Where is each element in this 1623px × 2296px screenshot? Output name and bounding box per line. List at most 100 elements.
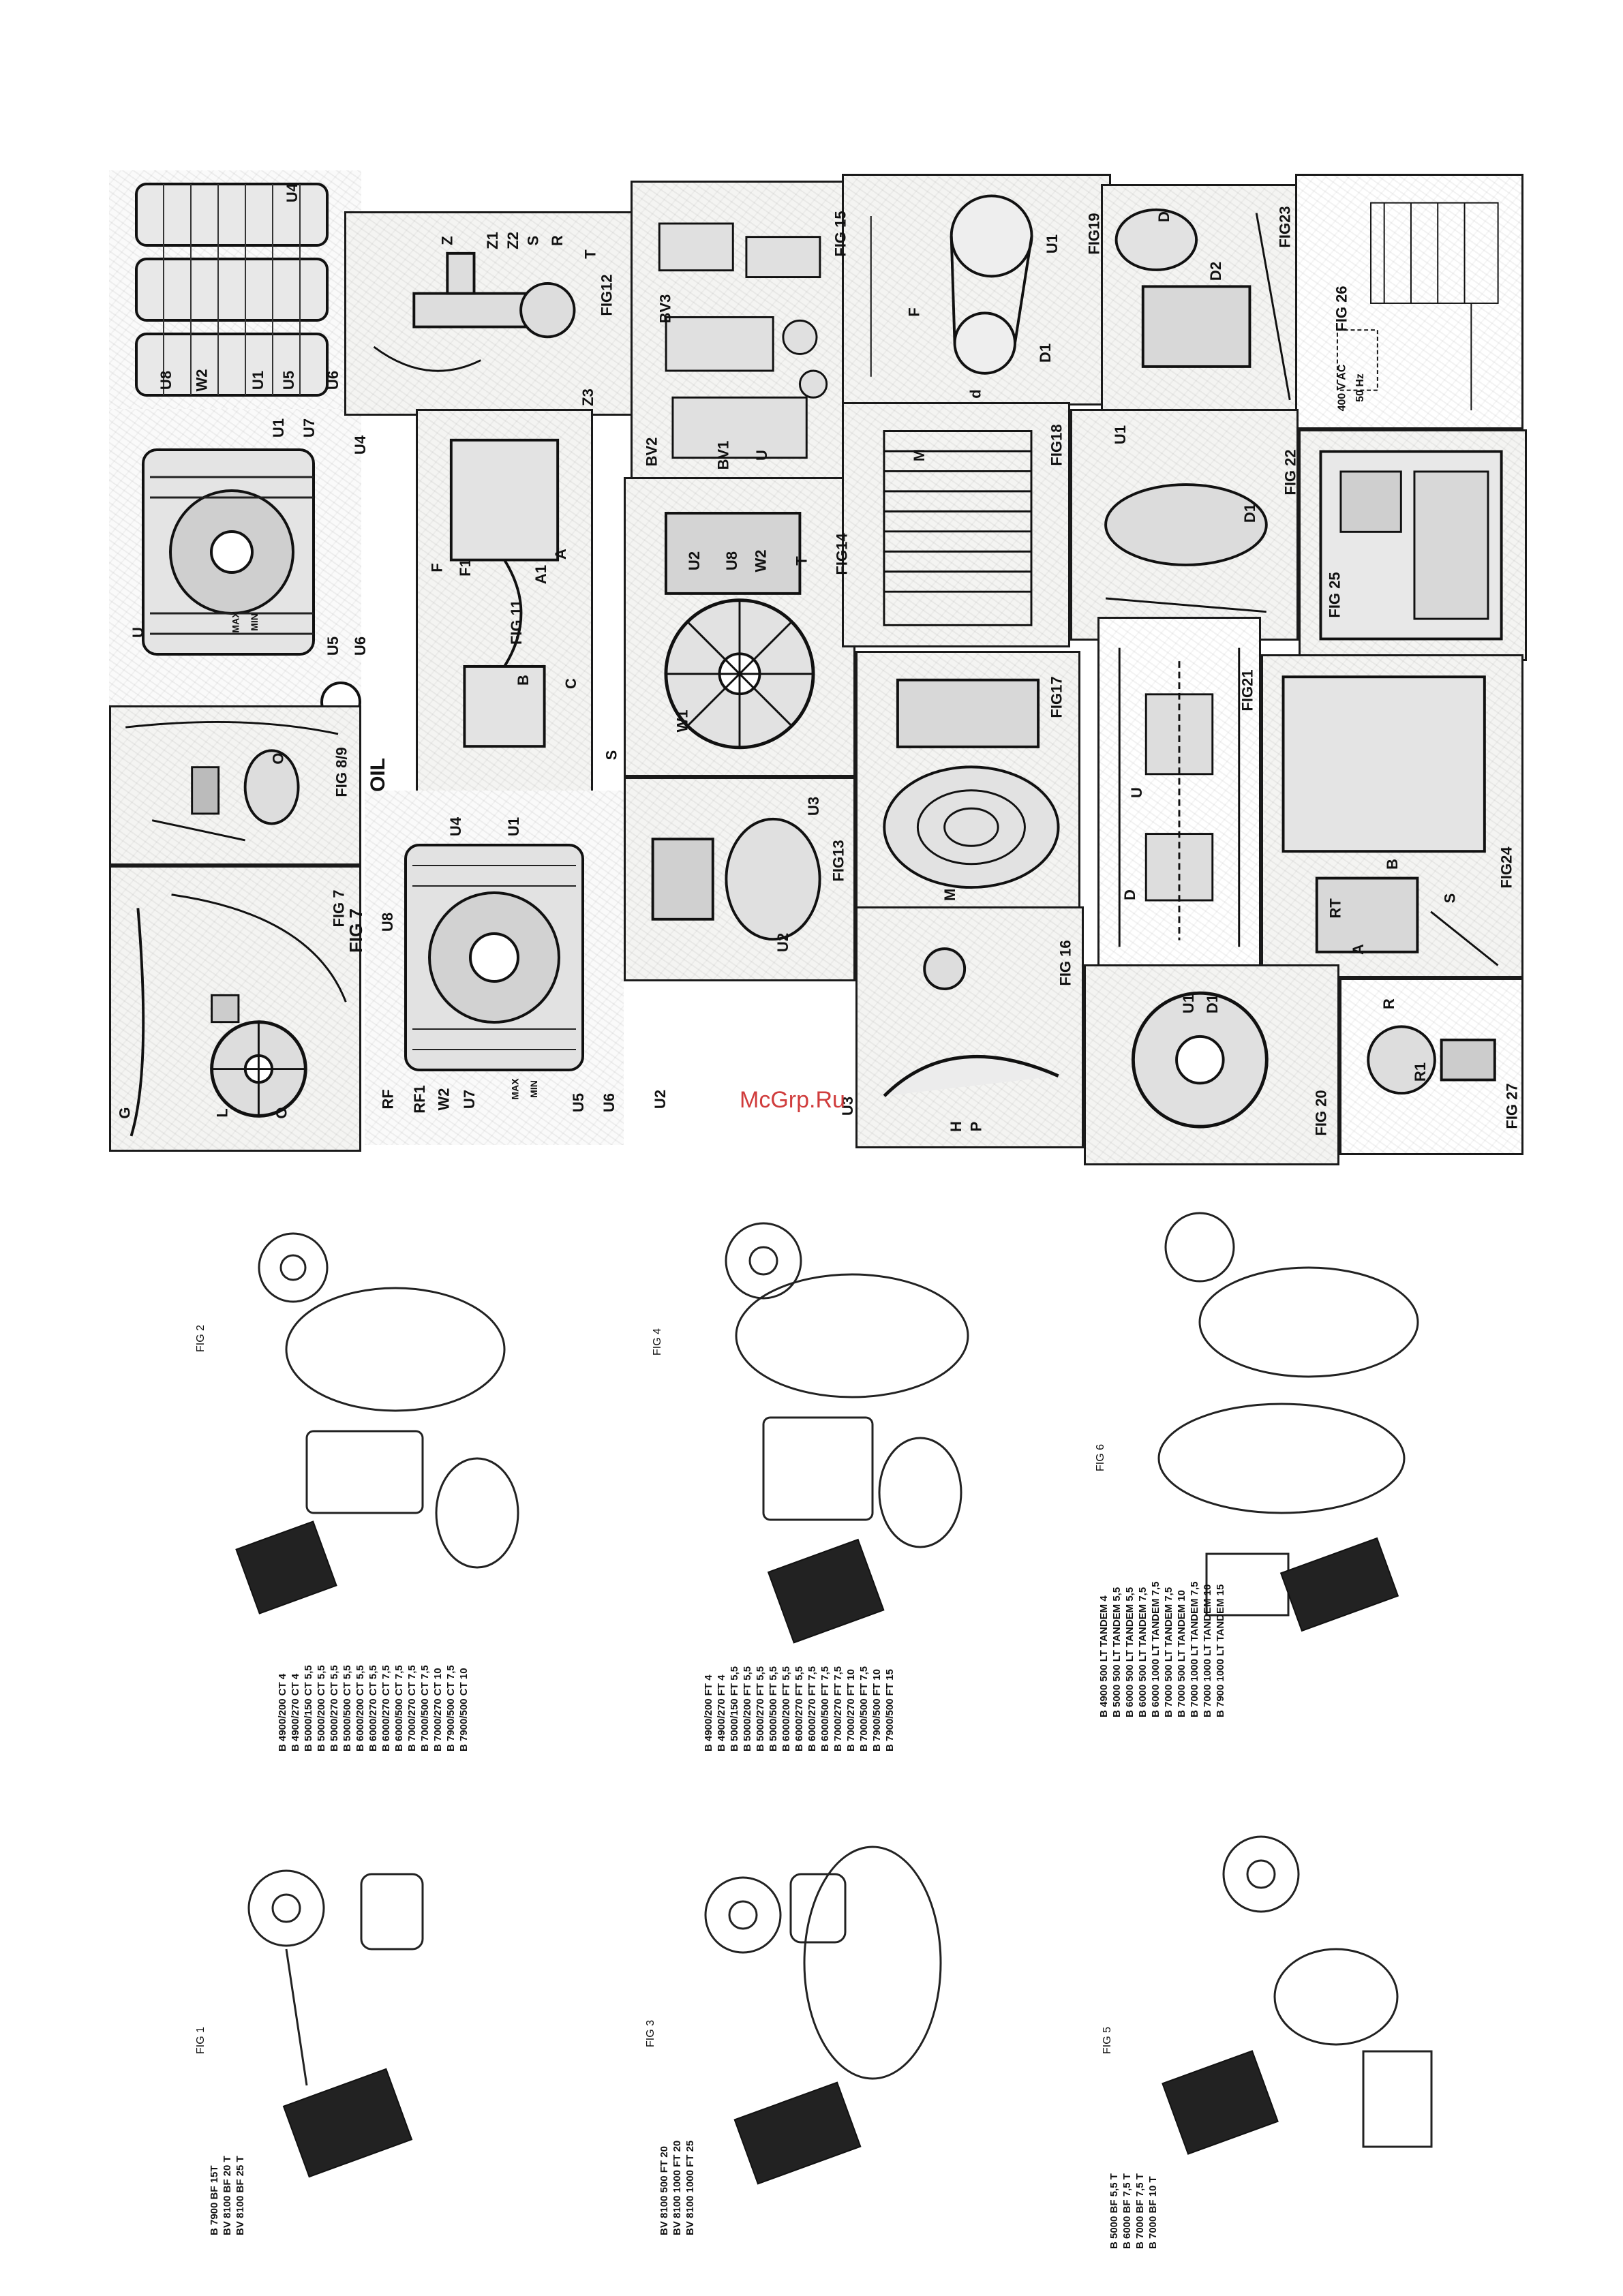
figure-21-panel bbox=[1097, 617, 1261, 975]
part-label-u1m: U1 bbox=[505, 816, 523, 837]
part-label-a24: A bbox=[1349, 944, 1367, 955]
main-compressor-panel bbox=[365, 791, 624, 1145]
part-label-m18: M bbox=[911, 448, 928, 462]
label-fig12: FIG12 bbox=[598, 274, 616, 316]
model-item: B 6000 500 LT TANDEM 5,5 bbox=[1124, 1587, 1136, 1717]
figure-27-illustration bbox=[1367, 1025, 1496, 1095]
model-item: B 6000/270 CT 5,5 bbox=[367, 1665, 379, 1751]
part-label-g: G bbox=[116, 1107, 134, 1119]
figure-7-panel: FIG 7 bbox=[109, 866, 366, 1152]
figure-3-model-list: BV 8100 500 FT 20 BV 8100 1000 FT 20 BV … bbox=[658, 2141, 697, 2235]
part-label-f11: F bbox=[428, 563, 446, 572]
model-item: B 6000 1000 LT TANDEM 7,5 bbox=[1150, 1581, 1162, 1717]
figure-24-panel bbox=[1261, 654, 1523, 978]
part-label-u7m: U7 bbox=[461, 1089, 479, 1109]
figure-21-illustration bbox=[1118, 647, 1241, 947]
model-item: B 7900/500 FT 15 bbox=[884, 1669, 896, 1751]
model-item: B 4900/270 CT 4 bbox=[290, 1673, 301, 1751]
label-fig21: FIG21 bbox=[1239, 669, 1256, 711]
part-label-frequency: 50 Hz bbox=[1354, 373, 1366, 402]
model-item: B 7000 BF 7,5 T bbox=[1134, 2173, 1146, 2249]
figure-6-exploded-view bbox=[1157, 1212, 1419, 1632]
part-label-r1: R1 bbox=[1412, 1062, 1429, 1082]
part-label-u: U bbox=[129, 627, 147, 638]
figure-23-panel bbox=[1101, 184, 1299, 416]
figure-13-illustration bbox=[651, 817, 821, 941]
figure-3-exploded-view bbox=[704, 1846, 942, 2185]
compressor-top-panel bbox=[109, 170, 361, 409]
part-label-u-valve: U bbox=[753, 450, 770, 461]
compressor-head-illustration bbox=[142, 448, 361, 705]
part-label-u8b: U8 bbox=[157, 370, 175, 391]
figure-5-title: FIG 5 bbox=[1102, 2026, 1114, 2055]
figure-23-illustration bbox=[1114, 208, 1291, 401]
model-item: B 4900/200 CT 4 bbox=[277, 1673, 288, 1751]
part-label-b24: B bbox=[1383, 859, 1401, 870]
part-label-oil: OIL bbox=[367, 758, 389, 792]
figure-17-illustration bbox=[883, 678, 1060, 889]
model-item: B 7000 500 LT TANDEM 7,5 bbox=[1163, 1587, 1174, 1717]
model-item: B 6000/270 CT 7,5 bbox=[380, 1665, 392, 1751]
part-label-d1g: D1 bbox=[1204, 994, 1222, 1014]
label-fig14: FIG14 bbox=[833, 533, 851, 575]
figure-1-exploded-view bbox=[247, 1869, 424, 2178]
part-label-u6b: U6 bbox=[324, 370, 342, 391]
part-label-max-a: MAX bbox=[230, 611, 241, 633]
part-label-u5b: U5 bbox=[280, 370, 298, 391]
model-item: B 7000/270 FT 7,5 bbox=[832, 1666, 844, 1751]
part-label-d21: D bbox=[1121, 889, 1138, 900]
part-label-s: S bbox=[524, 235, 542, 246]
part-label-min-a: MIN bbox=[248, 613, 260, 631]
part-label-rf1: RF1 bbox=[410, 1085, 428, 1114]
part-label-u4a: U4 bbox=[352, 435, 369, 455]
model-item: B 6000 500 LT TANDEM 7,5 bbox=[1137, 1587, 1149, 1717]
part-label-u4b: U4 bbox=[284, 183, 301, 203]
model-item: B 7900 1000 LT TANDEM 15 bbox=[1215, 1584, 1226, 1717]
model-item: B 5000/200 FT 5,5 bbox=[742, 1666, 753, 1751]
figure-18-illustration bbox=[883, 430, 1033, 626]
part-label-a: A bbox=[551, 549, 569, 560]
figure-20-panel bbox=[1084, 964, 1339, 1165]
part-label-s11: S bbox=[603, 750, 620, 761]
part-label-u5m: U5 bbox=[570, 1092, 588, 1113]
model-item: B 7000/270 CT 10 bbox=[432, 1668, 444, 1751]
part-label-w1: W1 bbox=[673, 709, 691, 733]
figure-17-panel bbox=[855, 651, 1080, 910]
part-label-c: C bbox=[562, 678, 579, 689]
model-item: BV 8100 BF 25 T bbox=[234, 2156, 246, 2235]
figure-16-panel bbox=[855, 906, 1084, 1148]
part-label-rt: RT bbox=[1326, 898, 1344, 919]
figure-12-illustration bbox=[373, 251, 576, 372]
model-item: B 5000 500 LT TANDEM 5,5 bbox=[1111, 1587, 1123, 1717]
part-label-w2b: W2 bbox=[193, 369, 211, 392]
part-label-p: P bbox=[967, 1121, 985, 1132]
figure-6-title: FIG 6 bbox=[1095, 1443, 1107, 1472]
model-item: B 7000 1000 LT TANDEM 7,5 bbox=[1189, 1581, 1200, 1717]
figure-12-panel bbox=[344, 211, 637, 416]
model-item: B 5000/150 FT 5,5 bbox=[729, 1666, 740, 1751]
part-label-h: H bbox=[947, 1121, 965, 1132]
part-label-u1c: U1 bbox=[1044, 234, 1061, 254]
figure-15-panel bbox=[631, 181, 855, 487]
model-item: B 7000 500 LT TANDEM 10 bbox=[1176, 1589, 1187, 1717]
model-item: B 7900/500 FT 10 bbox=[871, 1669, 883, 1751]
watermark-text: McGrp.Ru bbox=[740, 1087, 845, 1113]
label-fig11: FIG 11 bbox=[508, 599, 526, 645]
part-label-u8d: U8 bbox=[723, 551, 741, 571]
label-fig16: FIG 16 bbox=[1057, 940, 1074, 986]
part-label-u6a: U6 bbox=[352, 636, 369, 656]
model-item: B 5000/200 CT 5,5 bbox=[316, 1665, 327, 1751]
part-label-w2m: W2 bbox=[435, 1088, 453, 1111]
figure-7-illustration bbox=[130, 893, 347, 1137]
part-label-b: B bbox=[514, 675, 532, 686]
label-fig13: FIG13 bbox=[830, 840, 847, 882]
figure-3-title: FIG 3 bbox=[645, 2019, 657, 2048]
label-fig8: FIG 8/9 bbox=[333, 747, 350, 797]
model-item: B 7000/270 FT 10 bbox=[845, 1669, 857, 1751]
part-label-u6m: U6 bbox=[601, 1092, 618, 1113]
model-item: B 5000/500 CT 5,5 bbox=[342, 1665, 353, 1751]
figure-11-panel bbox=[416, 409, 593, 804]
part-label-w2d: W2 bbox=[752, 549, 770, 572]
label-fig7: FIG 7 bbox=[330, 889, 348, 928]
figure-26-wiring-diagram bbox=[1336, 202, 1499, 411]
